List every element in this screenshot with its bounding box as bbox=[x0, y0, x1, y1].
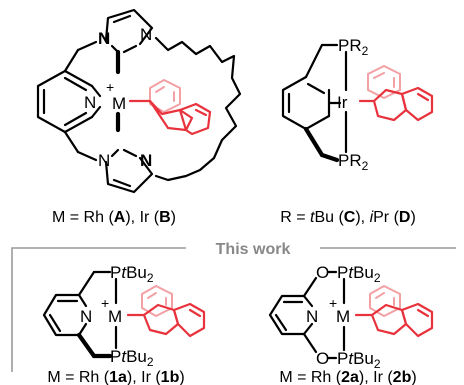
atom-n-bottom: N bbox=[98, 151, 110, 170]
biphenyl-ligand-1 bbox=[126, 285, 206, 338]
atom-n-1: N bbox=[80, 307, 92, 326]
atom-metal-1: M bbox=[108, 307, 122, 326]
atom-n-top-right: N bbox=[140, 25, 152, 44]
charge-plus: + bbox=[106, 79, 114, 95]
complex-c-d: PR2 Ir PR2 R = tBu (C), iPr (D) bbox=[280, 36, 434, 226]
charge-plus-1: + bbox=[101, 295, 109, 311]
complex-2a-2b: O O N + M PtBu2 PtBu2 M = Rh (2a), Ir (2… bbox=[268, 263, 434, 385]
caption-1a-1b: M = Rh (1a), Ir (1b) bbox=[47, 369, 184, 385]
section-header: This work bbox=[216, 241, 291, 258]
imidazolylidene-top bbox=[104, 8, 154, 75]
caption-a-b: M = Rh (A), Ir (B) bbox=[52, 209, 176, 226]
pyridine-ring-2 bbox=[268, 294, 314, 336]
complex-a-b: N N M + N N N M = Rh (A), Ir (B) bbox=[36, 8, 242, 226]
biphenyl-ligand bbox=[128, 79, 212, 136]
methylene-link-top-2 bbox=[76, 40, 98, 52]
biphenyl-ligand-2 bbox=[354, 285, 434, 338]
c-o-top-2 bbox=[302, 276, 318, 298]
complex-1a-1b: N + M PtBu2 PtBu2 M = Rh (1a), Ir (1b) bbox=[42, 263, 206, 385]
macrocycle-linker bbox=[154, 36, 242, 182]
methylene-link-top bbox=[63, 48, 80, 73]
pr2-top: PR2 bbox=[338, 36, 369, 58]
atom-n-pyridine: N bbox=[84, 93, 96, 112]
atom-metal-2: M bbox=[336, 307, 350, 326]
ch2-top bbox=[304, 43, 324, 79]
ptbu2-top-2: PtBu2 bbox=[337, 263, 381, 285]
atom-n-2: N bbox=[306, 307, 318, 326]
pyridine-ring bbox=[36, 69, 102, 134]
ptbu2-bottom-1: PtBu2 bbox=[110, 347, 154, 369]
methylene-link-bottom-2 bbox=[76, 150, 98, 162]
ptbu2-top-1: PtBu2 bbox=[110, 263, 154, 285]
ch2-bottom-b bbox=[319, 152, 340, 163]
biphenyl-ligand-cd bbox=[358, 65, 434, 122]
atom-metal: M bbox=[112, 94, 126, 113]
ch2-top-1 bbox=[77, 270, 96, 297]
imidazolylidene-bottom bbox=[104, 111, 154, 194]
ch2-bottom bbox=[303, 126, 325, 158]
c-o-bottom-2 bbox=[302, 332, 318, 354]
atom-o-top-2: O bbox=[316, 263, 329, 282]
charge-plus-2: + bbox=[329, 295, 337, 311]
caption-c-d: R = tBu (C), iPr (D) bbox=[280, 209, 416, 226]
ch2-bottom-1 bbox=[76, 332, 97, 359]
this-work-frame: This work bbox=[11, 241, 456, 372]
atom-o-bottom-2: O bbox=[316, 349, 329, 368]
methylene-link-bottom bbox=[63, 130, 80, 154]
atom-n-top: N bbox=[98, 29, 110, 48]
pyridine-ring-1 bbox=[42, 293, 88, 337]
caption-2a-2b: M = Rh (2a), Ir (2b) bbox=[279, 369, 416, 385]
ptbu2-bottom-2: PtBu2 bbox=[337, 349, 381, 371]
atom-n-bottom-right: N bbox=[140, 151, 152, 170]
aryl-backbone bbox=[281, 75, 331, 131]
atom-ir: Ir bbox=[337, 93, 348, 112]
pr2-bottom: PR2 bbox=[338, 151, 369, 173]
